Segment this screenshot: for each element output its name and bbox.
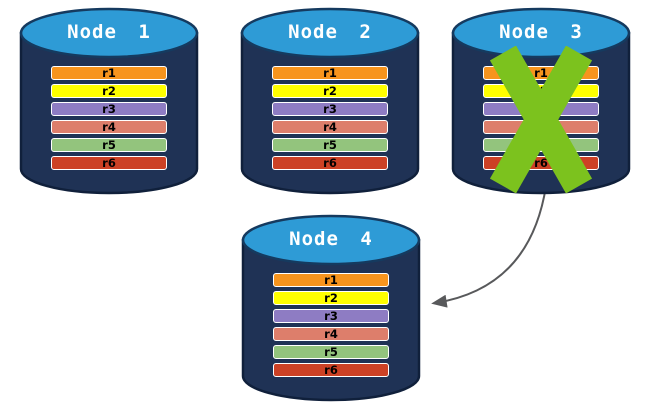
node-label: Node 2 [288,21,372,43]
record-bar-r2: r2 [273,291,389,305]
node-label: Node 1 [67,21,151,43]
record-bar-r4: r4 [51,120,167,134]
node-label: Node 3 [499,21,583,43]
node-4: Node 4 r1 r2 r3 r4 r5 r6 [241,212,421,402]
record-list: r1 r2 r3 r4 r5 r6 [51,66,167,174]
record-bar-r4: r4 [272,120,388,134]
record-bar-r6: r6 [51,156,167,170]
record-bar-r3: r3 [51,102,167,116]
record-bar-r5: r5 [273,345,389,359]
node-1: Node 1 r1 r2 r3 r4 r5 r6 [19,5,199,195]
record-list: r1 r2 r3 r4 r5 r6 [272,66,388,174]
record-list: r1 r2 r3 r4 r5 r6 [273,273,389,381]
record-bar-r6: r6 [273,363,389,377]
record-bar-r2: r2 [272,84,388,98]
record-bar-r5: r5 [272,138,388,152]
record-bar-r5: r5 [51,138,167,152]
record-bar-r4: r4 [273,327,389,341]
record-bar-r3: r3 [272,102,388,116]
record-bar-r1: r1 [51,66,167,80]
record-bar-r3: r3 [273,309,389,323]
node-2: Node 2 r1 r2 r3 r4 r5 r6 [240,5,420,195]
failure-x-icon [490,46,592,193]
record-bar-r1: r1 [273,273,389,287]
record-bar-r1: r1 [272,66,388,80]
record-bar-r2: r2 [51,84,167,98]
arrow-curve [431,185,547,308]
record-bar-r6: r6 [272,156,388,170]
node-label: Node 4 [289,228,373,250]
